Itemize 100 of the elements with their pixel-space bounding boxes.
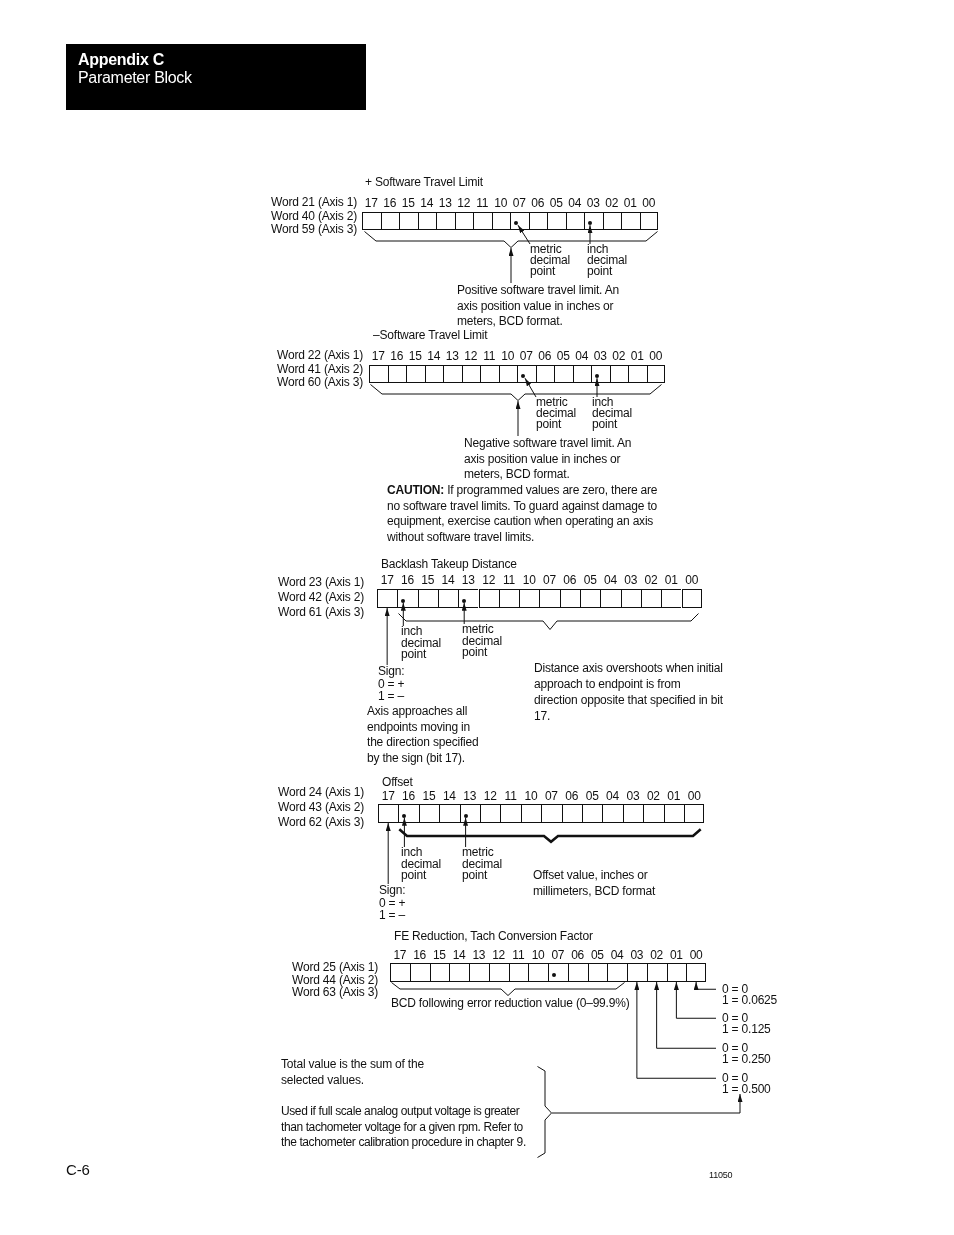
- caution-note: CAUTION: If programmed values are zero, there are no software travel limits. To guard against damage to equipment, exercise caution when operating an axis without software travel limits.: [387, 483, 659, 545]
- bit-number: 01: [667, 789, 681, 803]
- figure-number: 11050: [709, 1170, 733, 1181]
- header-subtitle: Parameter Block: [78, 69, 192, 87]
- word-address-label: Word 22 (Axis 1): [277, 349, 363, 363]
- bit-number: 11: [483, 349, 496, 363]
- bit-number: 13: [445, 349, 459, 363]
- bit-number: 15: [408, 349, 422, 363]
- callout-text: metric decimal point: [462, 624, 502, 659]
- leader-arrow: [654, 981, 717, 1049]
- bit-number: 16: [400, 573, 414, 587]
- bit-number: 12: [464, 349, 478, 363]
- leader-arrow: [673, 981, 717, 1019]
- bit-number: 02: [644, 573, 658, 587]
- leader-arrow: [587, 224, 593, 245]
- callout-text: metric decimal point: [536, 397, 576, 430]
- bit-number: 07: [519, 349, 533, 363]
- bit-number: 11: [476, 196, 489, 210]
- bit-value-text: 0 = 0: [722, 1013, 749, 1024]
- dot-icon: [514, 221, 518, 226]
- word-address-label: Word 41 (Axis 2): [277, 362, 363, 376]
- brace: [398, 828, 702, 843]
- word-address-label: Word 61 (Axis 3): [278, 605, 364, 619]
- leader-arrow: [385, 822, 391, 885]
- bit-number: 13: [438, 196, 452, 210]
- leader-arrow: [400, 602, 406, 627]
- bit-number: 01: [623, 196, 637, 210]
- bit-number: 10: [494, 196, 508, 210]
- bit-number: 15: [422, 789, 436, 803]
- bit-number: 11: [502, 573, 515, 587]
- bit-number: 12: [492, 948, 506, 962]
- bit-number: 06: [571, 948, 585, 962]
- word-address-label: Word 24 (Axis 1): [278, 785, 364, 799]
- bit-number: 13: [463, 789, 477, 803]
- register-title: FE Reduction, Tach Conversion Factor: [394, 929, 593, 943]
- bit-number: 01: [664, 573, 678, 587]
- sign-label: Sign:: [378, 665, 405, 678]
- brace: [537, 1066, 552, 1158]
- leader-arrow: [463, 817, 469, 848]
- bit-value-text: 0 = +: [378, 677, 405, 690]
- bit-number: 06: [565, 789, 579, 803]
- leader-arrow: [634, 981, 717, 1079]
- bit-number: 07: [512, 196, 526, 210]
- dot-icon: [463, 813, 468, 818]
- bit-number: 00: [642, 196, 656, 210]
- note-text: BCD following error reduction value (0–99.9%): [391, 996, 630, 1010]
- bit-number: 05: [590, 948, 604, 962]
- bit-value-text: 1 = –: [378, 690, 405, 703]
- bit-number: 12: [457, 196, 471, 210]
- word-address-label: Word 44 (Axis 2): [292, 973, 378, 986]
- callout-text: inch decimal point: [587, 244, 627, 277]
- bit-number: 14: [441, 573, 455, 587]
- bit-value-text: 1 = 0.500: [722, 1083, 771, 1094]
- bit-number: 10: [501, 349, 515, 363]
- dot-icon: [521, 374, 525, 379]
- bit-number: 02: [646, 789, 660, 803]
- bit-number: 17: [381, 789, 395, 803]
- word-address-label: Word 43 (Axis 2): [278, 800, 364, 814]
- note-text: Used if full scale analog output voltage is greater than tachometer voltage for a given rpm. Refer to the tachometer calibration procedure in chapter 9.: [281, 1104, 527, 1151]
- word-address-label: Word 25 (Axis 1): [292, 961, 378, 974]
- callout-text: inch decimal point: [401, 847, 441, 882]
- bit-number: 12: [482, 573, 496, 587]
- bit-number: 11: [504, 789, 517, 803]
- bit-number: 15: [401, 196, 415, 210]
- bit-number: 10: [524, 789, 538, 803]
- note-text: Total value is the sum of the selected values.: [281, 1057, 425, 1088]
- bit-number: 00: [687, 789, 701, 803]
- header-title: Appendix C: [78, 51, 164, 69]
- bit-number: 12: [483, 789, 497, 803]
- bit-number: 14: [420, 196, 434, 210]
- leader-arrow: [517, 224, 531, 245]
- bit-number: 07: [544, 789, 558, 803]
- bit-number: 01: [630, 349, 644, 363]
- bit-number: 07: [551, 948, 565, 962]
- bit-number: 07: [543, 573, 556, 587]
- bit-number: 03: [624, 573, 638, 587]
- dot-icon: [402, 813, 407, 818]
- bit-number: 16: [383, 196, 397, 210]
- dot-icon: [401, 598, 406, 603]
- description-text: Negative software travel limit. An axis position value in inches or meters, BCD format.: [464, 436, 644, 483]
- bit-number: 11: [512, 948, 525, 962]
- bit-number: 00: [689, 948, 703, 962]
- bit-number: 03: [593, 349, 607, 363]
- note-text: Offset value, inches or millimeters, BCD format: [533, 867, 657, 899]
- bit-number: 02: [612, 349, 626, 363]
- bit-value-text: 1 = 0.0625: [722, 994, 778, 1005]
- bit-number: 04: [603, 573, 617, 587]
- bit-number: 02: [605, 196, 619, 210]
- word-address-label: Word 23 (Axis 1): [278, 575, 364, 589]
- bit-number: 16: [413, 948, 427, 962]
- leader-arrow: [515, 400, 521, 437]
- callout-text: inch decimal point: [592, 397, 632, 430]
- bit-number: 05: [585, 789, 599, 803]
- bit-number: 04: [606, 789, 620, 803]
- word-address-label: Word 40 (Axis 2): [271, 209, 357, 223]
- page-number: C-6: [66, 1161, 90, 1178]
- bit-number: 04: [568, 196, 582, 210]
- bit-number: 03: [626, 789, 640, 803]
- leader-arrow: [551, 1093, 743, 1114]
- brace: [391, 982, 625, 996]
